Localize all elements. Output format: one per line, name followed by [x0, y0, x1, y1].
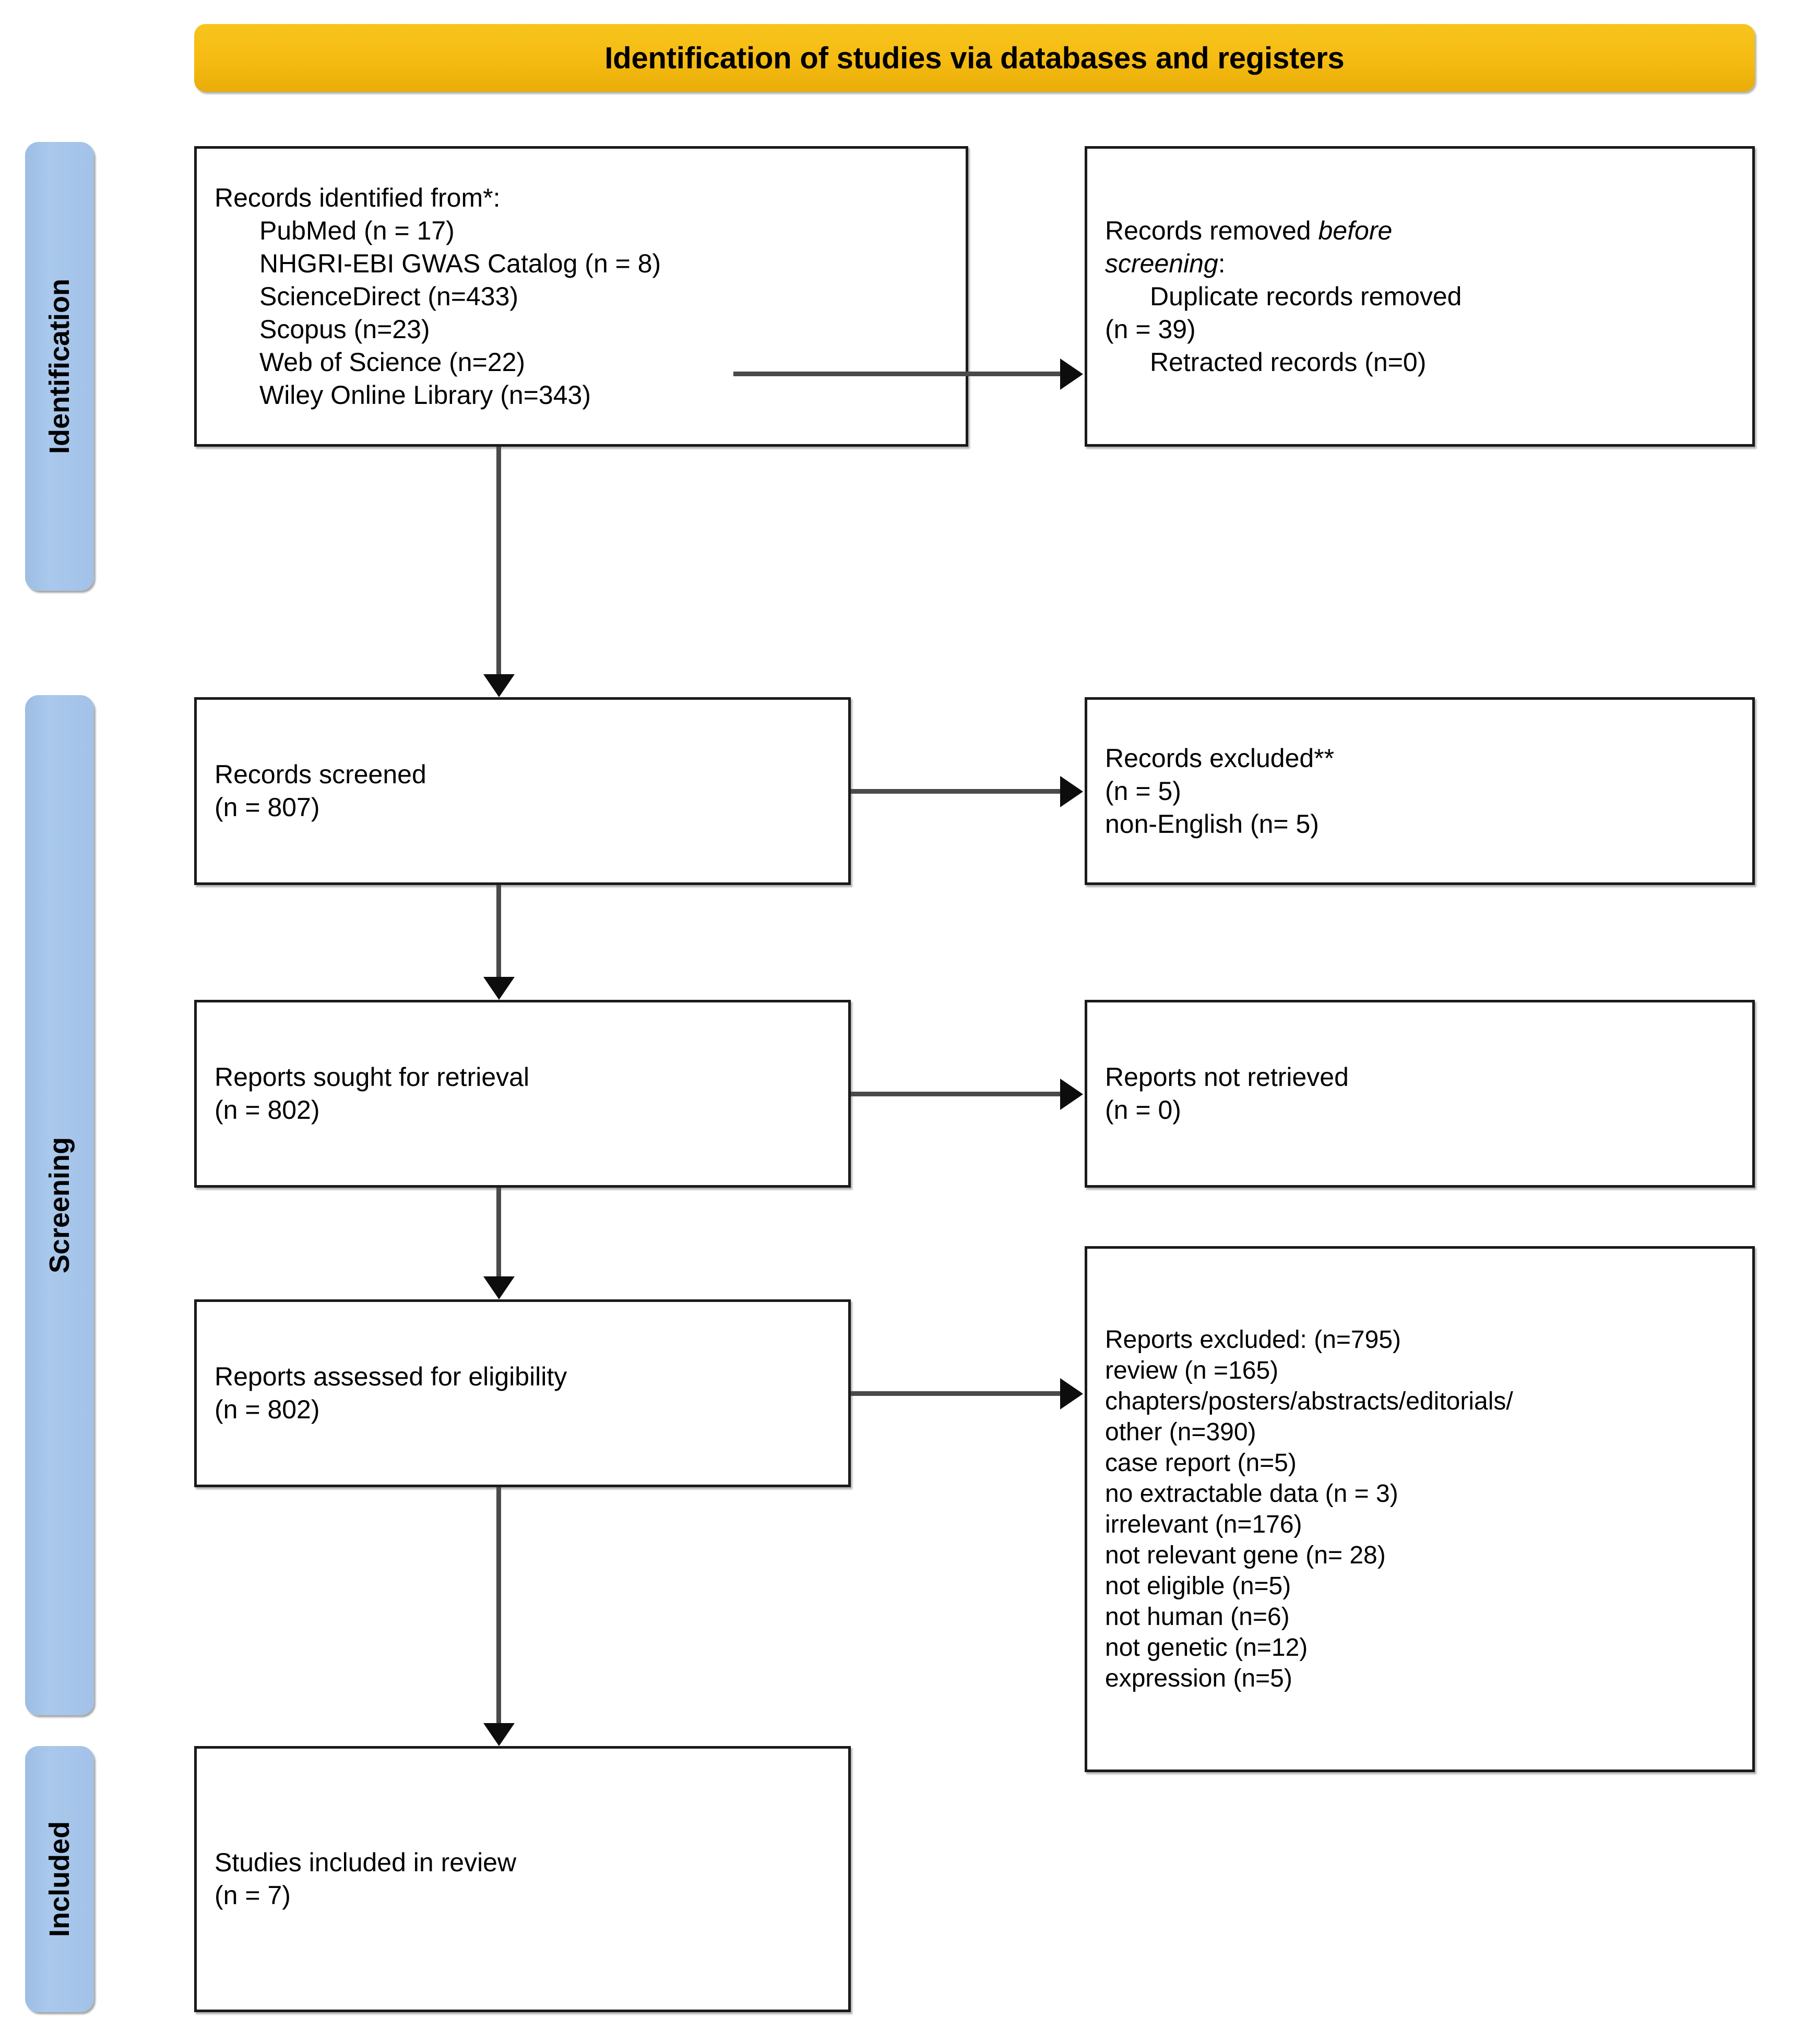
- box-reports-excluded: Reports excluded: (n=795) review (n =165…: [1085, 1246, 1755, 1772]
- records-screened-count: (n = 807): [215, 793, 320, 822]
- box-reports-sought-body: Reports sought for retrieval (n = 802): [197, 1061, 848, 1127]
- box-studies-included-body: Studies included in review (n = 7): [197, 1846, 848, 1912]
- stage-label-screening: Screening: [25, 695, 94, 1715]
- stage-label-included-text: Included: [44, 1821, 75, 1937]
- records-identified-heading: Records identified from*:: [215, 183, 501, 212]
- studies-included-label: Studies included in review: [215, 1848, 517, 1877]
- reason-no-extractable-data: no extractable data (n = 3): [1105, 1479, 1398, 1508]
- records-excluded-count: (n = 5): [1105, 776, 1181, 806]
- arrow-assessed-to-included-icon: [496, 1487, 501, 1725]
- reports-assessed-label: Reports assessed for eligibility: [215, 1362, 567, 1391]
- box-records-excluded-body: Records excluded** (n = 5) non-English (…: [1087, 742, 1752, 841]
- box-reports-assessed-body: Reports assessed for eligibility (n = 80…: [197, 1360, 848, 1426]
- box-records-identified: Records identified from*: PubMed (n = 17…: [194, 146, 968, 447]
- arrow-screened-to-sought-icon: [496, 885, 501, 979]
- box-records-excluded: Records excluded** (n = 5) non-English (…: [1085, 697, 1755, 885]
- records-excluded-label: Records excluded**: [1105, 743, 1335, 773]
- reason-not-human: not human (n=6): [1105, 1603, 1290, 1631]
- reason-other: other (n=390): [1105, 1418, 1256, 1446]
- source-scopus: Scopus (n=23): [259, 314, 430, 344]
- records-removed-heading-italic1: before: [1318, 216, 1393, 245]
- box-records-screened: Records screened (n = 807): [194, 697, 851, 885]
- reports-excluded-heading: Reports excluded: (n=795): [1105, 1325, 1401, 1354]
- stage-label-identification: Identification: [25, 142, 94, 591]
- source-web-of-science: Web of Science (n=22): [259, 347, 526, 377]
- box-records-removed-body: Records removed before screening: Duplic…: [1087, 214, 1752, 379]
- box-reports-sought: Reports sought for retrieval (n = 802): [194, 1000, 851, 1188]
- box-records-screened-body: Records screened (n = 807): [197, 758, 848, 824]
- retracted-records: Retracted records (n=0): [1150, 347, 1427, 377]
- box-reports-assessed: Reports assessed for eligibility (n = 80…: [194, 1299, 851, 1487]
- box-reports-not-retrieved-body: Reports not retrieved (n = 0): [1087, 1061, 1752, 1127]
- records-removed-heading-part2: :: [1218, 248, 1226, 278]
- studies-included-count: (n = 7): [215, 1881, 291, 1910]
- source-wiley-online-library: Wiley Online Library (n=343): [259, 380, 591, 410]
- reports-sought-label: Reports sought for retrieval: [215, 1062, 530, 1092]
- records-removed-heading-part1: Records removed: [1105, 216, 1318, 245]
- records-screened-label: Records screened: [215, 760, 426, 789]
- duplicate-records-removed-label: Duplicate records removed: [1150, 281, 1462, 311]
- reason-irrelevant: irrelevant (n=176): [1105, 1511, 1302, 1538]
- diagram-title-banner: Identification of studies via databases …: [194, 24, 1755, 92]
- reports-not-retrieved-label: Reports not retrieved: [1105, 1062, 1349, 1092]
- arrow-identified-to-removed-icon: [733, 372, 1062, 376]
- reason-not-relevant-gene: not relevant gene (n= 28): [1105, 1541, 1386, 1570]
- source-gwas-catalog: NHGRI-EBI GWAS Catalog (n = 8): [259, 248, 661, 278]
- stage-label-identification-text: Identification: [44, 279, 75, 454]
- records-removed-heading-italic2: screening: [1105, 248, 1218, 278]
- reason-case-report: case report (n=5): [1105, 1449, 1297, 1477]
- source-sciencedirect: ScienceDirect (n=433): [259, 281, 519, 311]
- records-removed-heading: Records removed before: [1105, 214, 1734, 247]
- reason-review: review (n =165): [1105, 1356, 1279, 1384]
- reason-not-eligible: not eligible (n=5): [1105, 1572, 1291, 1600]
- box-records-removed: Records removed before screening: Duplic…: [1085, 146, 1755, 447]
- arrow-assessed-to-reports-excluded-icon: [851, 1391, 1062, 1396]
- records-removed-heading-line2: screening:: [1105, 247, 1734, 280]
- reports-sought-count: (n = 802): [215, 1095, 320, 1125]
- reason-expression: expression (n=5): [1105, 1665, 1292, 1693]
- records-excluded-reason-non-english: non-English (n= 5): [1105, 809, 1319, 839]
- arrow-screened-to-records-excluded-icon: [851, 789, 1062, 794]
- box-studies-included: Studies included in review (n = 7): [194, 1746, 851, 2012]
- source-pubmed: PubMed (n = 17): [259, 216, 455, 245]
- duplicate-records-removed-count: (n = 39): [1105, 314, 1196, 344]
- arrow-sought-to-not-retrieved-icon: [851, 1092, 1062, 1096]
- diagram-title-text: Identification of studies via databases …: [604, 41, 1345, 75]
- box-reports-not-retrieved: Reports not retrieved (n = 0): [1085, 1000, 1755, 1188]
- reports-not-retrieved-count: (n = 0): [1105, 1095, 1181, 1125]
- arrow-sought-to-assessed-icon: [496, 1188, 501, 1278]
- reason-not-genetic: not genetic (n=12): [1105, 1634, 1308, 1662]
- box-records-identified-body: Records identified from*: PubMed (n = 17…: [197, 182, 966, 412]
- reports-assessed-count: (n = 802): [215, 1395, 320, 1424]
- reason-chapters-posters: chapters/posters/abstracts/editorials/: [1105, 1387, 1513, 1415]
- stage-label-screening-text: Screening: [44, 1137, 75, 1274]
- arrow-identified-to-screened-icon: [496, 447, 501, 676]
- box-reports-excluded-body: Reports excluded: (n=795) review (n =165…: [1087, 1324, 1752, 1694]
- stage-label-included: Included: [25, 1746, 94, 2012]
